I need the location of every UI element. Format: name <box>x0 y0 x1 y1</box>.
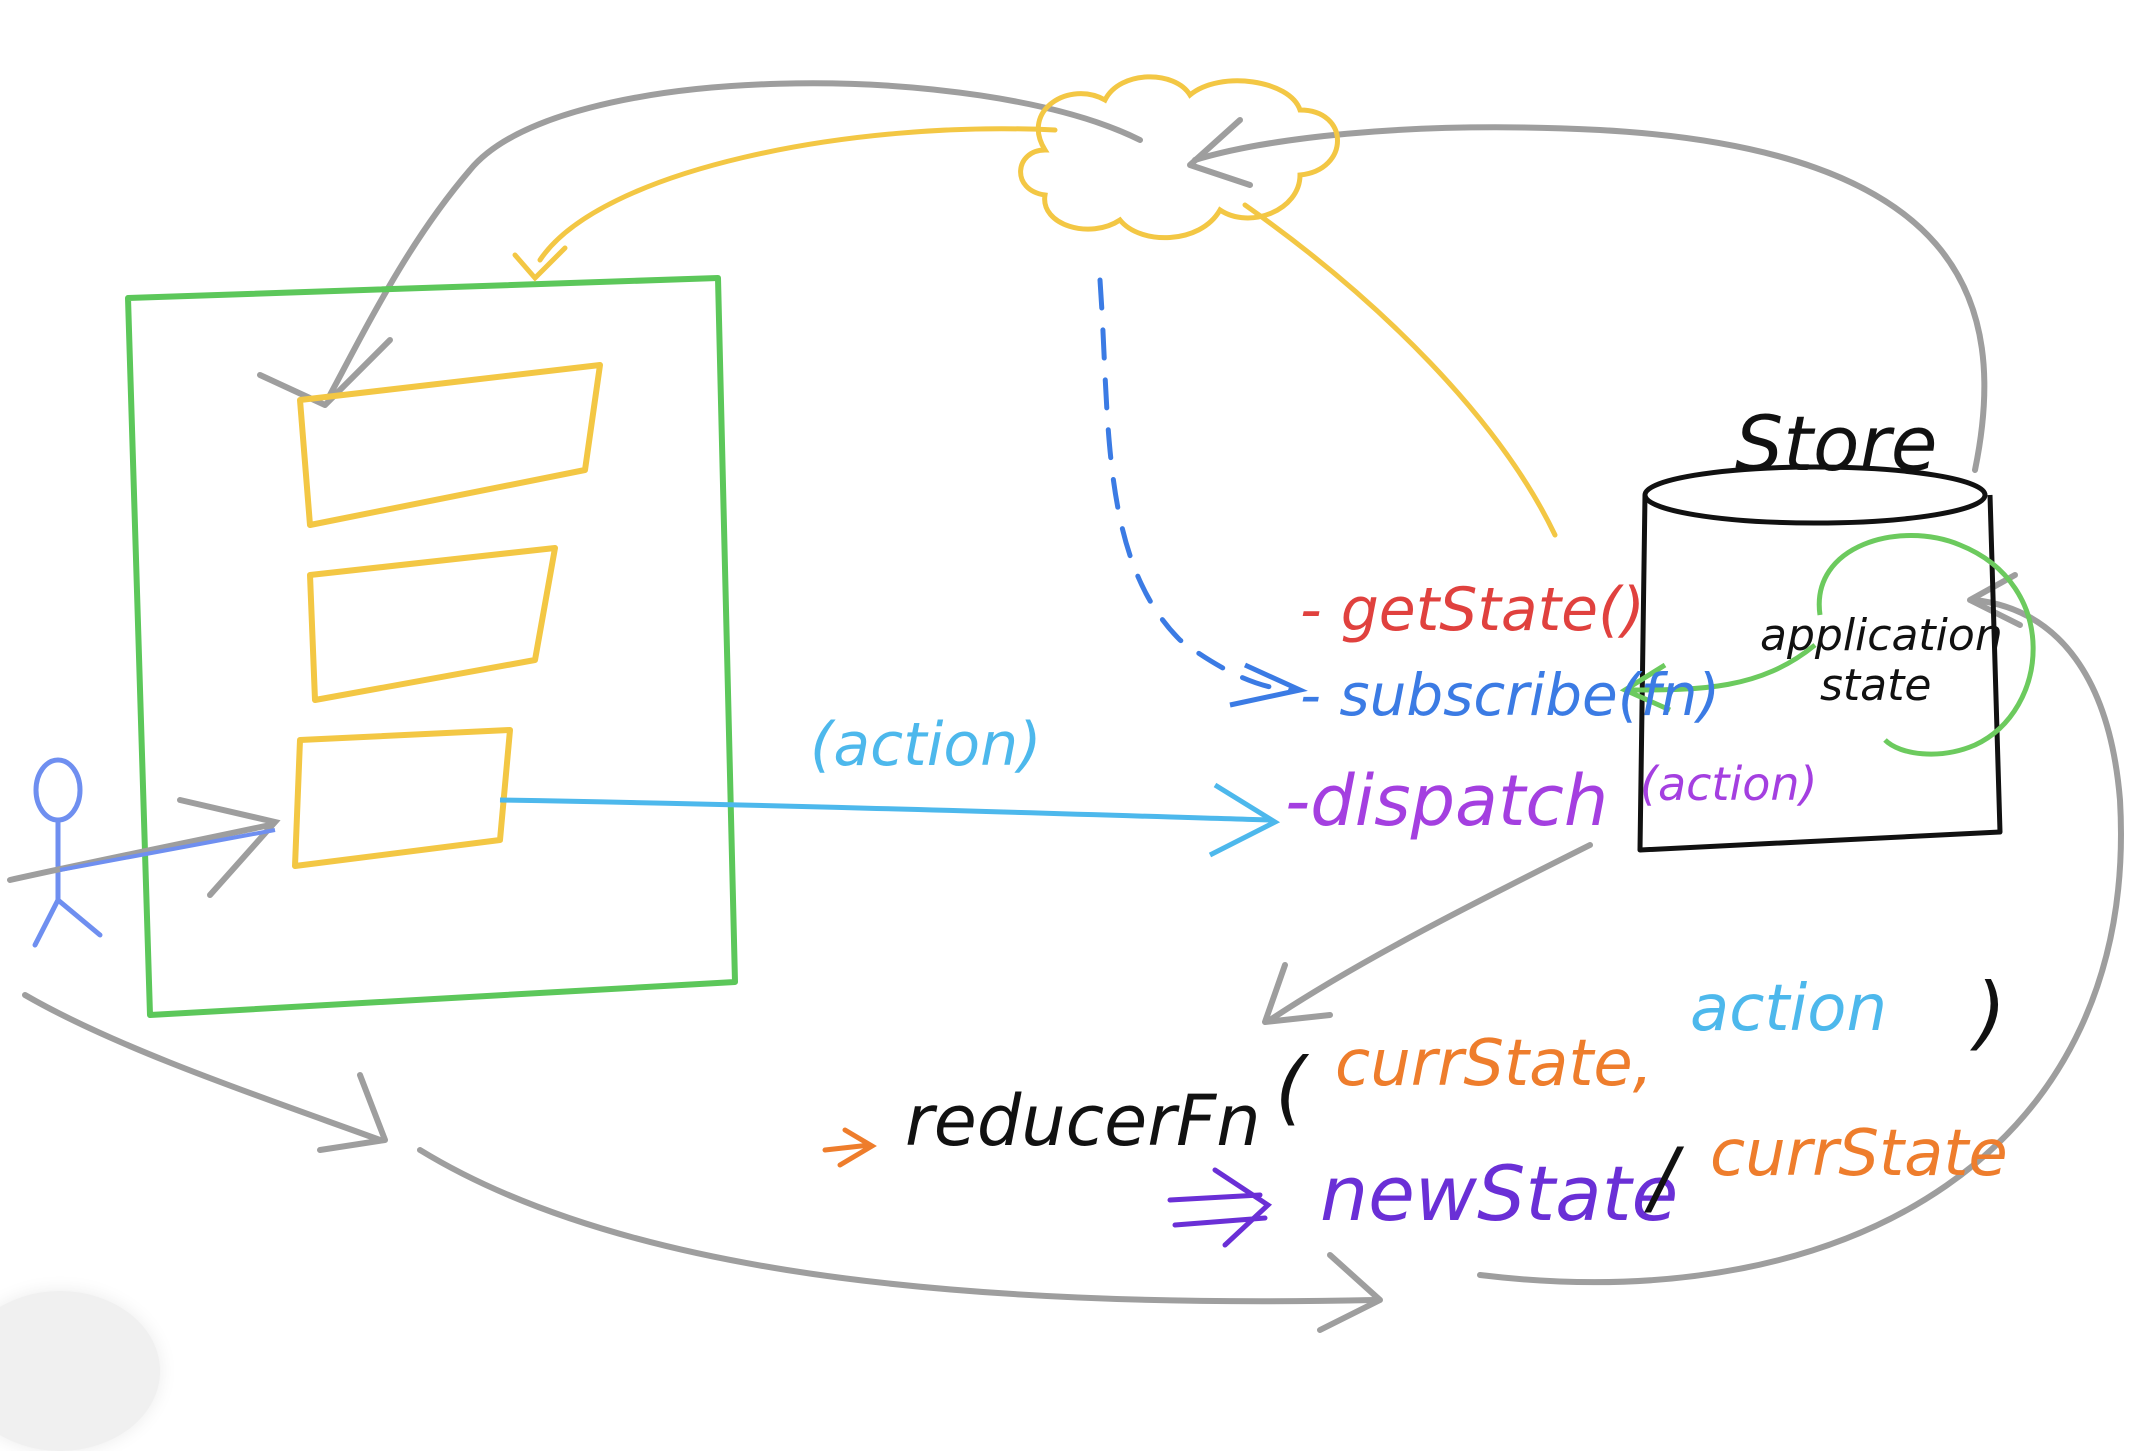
ui-component-2 <box>307 545 558 703</box>
dispatch-to-reducer-arrow <box>1267 842 1593 1023</box>
result-arrow <box>1167 1167 1273 1248</box>
slash-label: / <box>1644 1131 1685 1224</box>
store-cylinder <box>1637 464 2003 853</box>
reducer-to-store-head <box>1967 572 2023 628</box>
redux-flow-diagram: Store - getState() - subscribe(fn) -disp… <box>7 74 2124 1333</box>
subscribe-dashed-line <box>1097 277 1298 693</box>
reducer-arg-action: action <box>1690 972 1887 1046</box>
reducer-to-store-arrow <box>1477 597 2124 1285</box>
reducer-fn-label: reducerFn <box>905 1080 1261 1162</box>
state-loop <box>1816 533 2036 757</box>
render-links <box>512 126 1558 538</box>
state-to-subscribe-head <box>1619 662 1672 713</box>
action-arrow-head <box>1208 782 1281 858</box>
user-interaction-arrow <box>7 797 281 898</box>
application-state-label-line1: application <box>1760 610 2003 661</box>
reducer-close-paren: ) <box>1970 966 2006 1059</box>
reducer-open-paren: ( <box>1275 1041 1310 1134</box>
bottom-long-arrow <box>417 1147 1378 1305</box>
reducer-arg-currstate: currState, <box>1335 1027 1653 1101</box>
user-action-arrow <box>59 828 276 872</box>
dispatch-to-reducer-head <box>1262 962 1333 1025</box>
action-arrow <box>499 797 1271 823</box>
ui-component-3 <box>292 727 513 869</box>
store-label: Store <box>1735 399 1938 488</box>
bottom-flow-arrow-head <box>317 1072 388 1153</box>
curr-state-label: currState <box>1710 1117 2008 1191</box>
subscribe-label: - subscribe(fn) <box>1300 661 1720 729</box>
application-state-label-line2: state <box>1820 660 1931 711</box>
dispatch-label: -dispatch <box>1285 760 1608 842</box>
rerender-arrow <box>327 80 1143 398</box>
flow-arrows <box>22 80 2124 1333</box>
new-state-label: newState <box>1320 1149 1678 1238</box>
bottom-flow-arrow <box>22 992 383 1143</box>
state-to-subscribe-arrow <box>1629 643 1817 693</box>
reducer-input-arrow <box>822 1127 877 1168</box>
subscribe-arrow-head <box>1229 662 1308 708</box>
store-to-cloud-head <box>1187 117 1253 188</box>
ui-component-1 <box>297 362 603 528</box>
rerender-arrow-head <box>257 337 393 408</box>
bottom-long-arrow-head <box>1317 1252 1383 1333</box>
dispatch-arg-label: (action) <box>1640 757 1818 811</box>
store-to-cloud-arrow <box>1192 124 1988 473</box>
cloud-icon <box>1018 74 1340 241</box>
get-state-label: - getState() <box>1300 575 1645 645</box>
action-label: (action) <box>810 710 1042 780</box>
ui-frame <box>125 275 738 1018</box>
user-icon <box>32 757 103 948</box>
ui-components <box>292 362 603 869</box>
